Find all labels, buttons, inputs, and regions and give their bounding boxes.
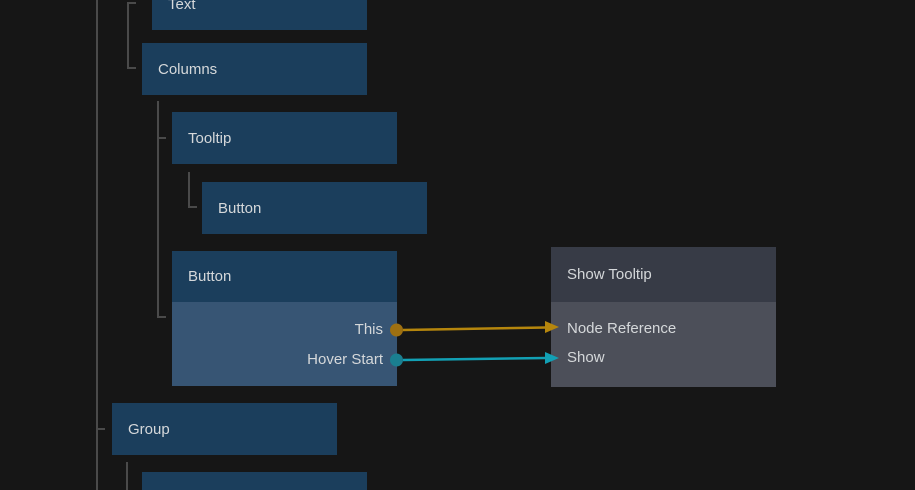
tree-connector-tooltip-children xyxy=(188,172,190,208)
node-label: Group xyxy=(128,420,170,438)
node-button-header[interactable]: Button xyxy=(172,251,397,302)
tree-connector-root xyxy=(96,0,98,490)
node-label: Tooltip xyxy=(188,129,232,147)
node-group[interactable]: Group xyxy=(112,403,337,455)
output-port-label: This xyxy=(354,321,383,338)
wire-hover-start-to-show[interactable] xyxy=(402,356,547,362)
tree-connector-stub-tooltip xyxy=(157,137,166,139)
output-port-this[interactable]: This xyxy=(172,315,397,345)
node-text[interactable]: Text xyxy=(152,0,367,30)
tree-connector-stub-button xyxy=(157,316,166,318)
tree-connector-stub-columns xyxy=(127,67,136,69)
input-port-label: Show xyxy=(567,349,605,366)
input-port-node-reference[interactable]: Node Reference xyxy=(551,314,776,343)
node-columns[interactable]: Columns xyxy=(142,43,367,95)
output-port-hover-start[interactable]: Hover Start xyxy=(172,345,397,375)
node-label: Columns xyxy=(158,60,218,78)
input-port-show[interactable]: Show xyxy=(551,343,776,372)
node-label: Button xyxy=(188,268,232,285)
tree-connector-stub-tooltip-button xyxy=(188,206,197,208)
tree-connector-stub-text xyxy=(127,2,136,4)
wire-this-to-node-reference[interactable] xyxy=(402,326,547,332)
tree-connector-columns-children xyxy=(157,101,159,318)
node-tooltip[interactable]: Tooltip xyxy=(172,112,397,164)
tree-connector-group-children xyxy=(126,462,128,490)
node-button-outputs: This Hover Start xyxy=(172,302,397,386)
action-panel-body: Node Reference Show xyxy=(551,302,776,387)
tree-connector-stub-group xyxy=(96,428,105,430)
node-label: Text xyxy=(168,0,196,13)
action-panel-title: Show Tooltip xyxy=(567,266,652,283)
action-panel-header[interactable]: Show Tooltip xyxy=(551,247,776,302)
output-port-label: Hover Start xyxy=(307,351,383,368)
tree-connector-level2 xyxy=(127,2,129,69)
node-partial-bottom[interactable] xyxy=(142,472,367,490)
node-label: Button xyxy=(218,199,262,217)
node-tooltip-button[interactable]: Button xyxy=(202,182,427,234)
input-port-label: Node Reference xyxy=(567,320,677,337)
